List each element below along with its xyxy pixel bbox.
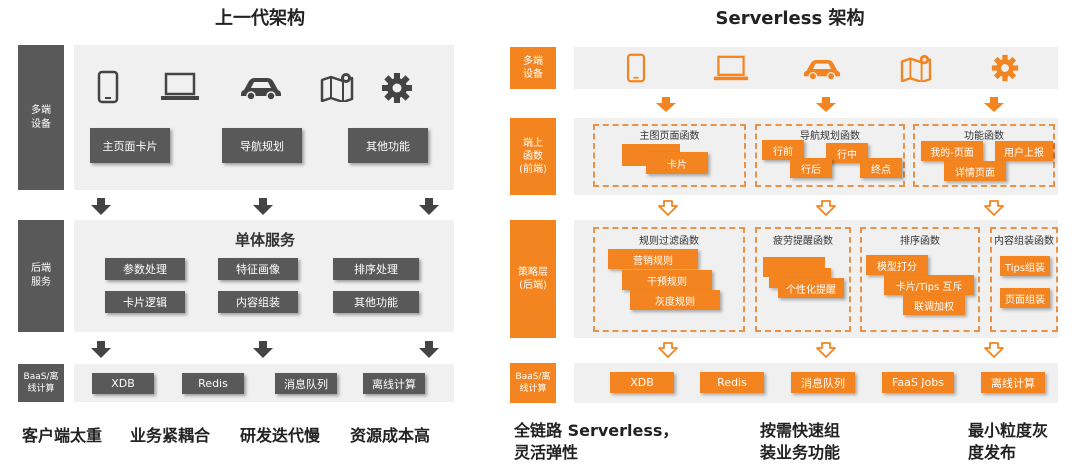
- baas-box: FaaS Jobs: [882, 372, 954, 393]
- outline-down-arrow-icon: [657, 342, 679, 362]
- drawback-label: 客户端太重: [22, 426, 103, 445]
- service-box: 排序处理: [333, 258, 419, 280]
- right-side-strategy: 策略层 (后端): [510, 220, 556, 338]
- baas-box: 消息队列: [791, 372, 855, 393]
- function-group: [913, 124, 1055, 187]
- right-side-devices: 多端 设备: [510, 47, 556, 89]
- outline-down-arrow-icon: [983, 342, 1005, 362]
- left-title: 上一代架构: [215, 8, 305, 29]
- gear-icon: [381, 72, 413, 104]
- gear-icon: [991, 54, 1019, 82]
- down-arrow-icon: [90, 341, 112, 363]
- drawback-label: 研发迭代慢: [240, 426, 321, 445]
- function-item: 联调加权: [903, 295, 965, 315]
- baas-box: 离线计算: [363, 373, 425, 394]
- service-box: 卡片逻辑: [105, 291, 185, 313]
- feature-box: 主页面卡片: [90, 128, 170, 163]
- left-side-baas: BaaS/离 线计算: [18, 364, 64, 402]
- function-group: [593, 227, 745, 332]
- function-item: 营销规则: [608, 249, 698, 269]
- service-box: 其他功能: [333, 291, 419, 313]
- monolith-service-title: 单体服务: [234, 231, 295, 249]
- function-group: [755, 124, 905, 187]
- function-group-title: 规则过滤函数: [639, 236, 699, 247]
- benefit-label: 全链路 Serverless， 灵活弹性: [514, 421, 679, 462]
- down-arrow-icon: [90, 198, 112, 220]
- baas-box: 消息队列: [275, 373, 337, 394]
- down-arrow-icon: [418, 198, 440, 220]
- right-side-frontend: 端上 函数 (前端): [510, 118, 556, 195]
- down-arrow-icon: [655, 97, 677, 117]
- baas-box: Redis: [182, 373, 244, 394]
- outline-down-arrow-icon: [815, 342, 837, 362]
- function-group-title: 主图页面函数: [639, 131, 700, 142]
- map-icon: [320, 72, 354, 102]
- function-item: 终点: [860, 158, 902, 178]
- feature-box: 其他功能: [348, 128, 428, 163]
- function-group: [860, 227, 980, 332]
- baas-box: Redis: [700, 372, 764, 393]
- laptop-icon: [713, 55, 749, 82]
- function-item: 页面组装: [1000, 288, 1050, 308]
- down-arrow-icon: [815, 97, 837, 117]
- function-group-title: 内容组装函数: [994, 236, 1054, 247]
- function-item: 卡片/Tips 互斥: [884, 275, 974, 295]
- outline-down-arrow-icon: [815, 200, 837, 220]
- map-icon: [900, 54, 932, 82]
- function-group-title: 功能函数: [964, 131, 1004, 142]
- function-item: 卡片: [646, 152, 708, 174]
- left-side-devices: 多端 设备: [18, 45, 64, 190]
- down-arrow-icon: [252, 341, 274, 363]
- outline-down-arrow-icon: [657, 200, 679, 220]
- phone-icon: [626, 53, 646, 83]
- left-side-backend: 后端 服务: [18, 220, 64, 332]
- drawback-label: 资源成本高: [350, 426, 431, 445]
- laptop-icon: [160, 72, 200, 102]
- drawback-label: 业务紧耦合: [130, 426, 211, 445]
- function-group: [593, 124, 746, 187]
- function-group: [990, 227, 1058, 332]
- right-title: Serverless 架构: [715, 8, 865, 29]
- down-arrow-icon: [983, 97, 1005, 117]
- function-item: 用户上报: [995, 141, 1053, 161]
- function-item: 行中: [826, 143, 868, 163]
- function-item: 行前: [762, 140, 804, 160]
- function-group-title: 疲劳提醒函数: [773, 236, 833, 247]
- down-arrow-icon: [252, 198, 274, 220]
- outline-down-arrow-icon: [983, 200, 1005, 220]
- baas-box: 离线计算: [981, 372, 1045, 393]
- car-icon: [240, 76, 282, 100]
- function-item: 灰度规则: [630, 290, 720, 310]
- function-item: 我的-页面: [921, 141, 983, 161]
- service-box: 特征画像: [218, 258, 298, 280]
- service-box: 内容组装: [218, 291, 298, 313]
- phone-icon: [97, 70, 119, 104]
- function-item: 干预规则: [622, 270, 712, 290]
- function-item: 详情页面: [944, 161, 1006, 181]
- baas-box: XDB: [92, 373, 154, 394]
- function-item: 个性化提醒: [778, 278, 844, 298]
- function-item: Tips组装: [1000, 256, 1050, 276]
- function-group-title: 排序函数: [900, 236, 940, 247]
- down-arrow-icon: [418, 341, 440, 363]
- service-box: 参数处理: [105, 258, 185, 280]
- right-side-baas: BaaS/离 线计算: [510, 363, 556, 403]
- function-group-title: 导航规划函数: [800, 131, 860, 142]
- baas-box: XDB: [610, 372, 674, 393]
- feature-box: 导航规划: [222, 128, 302, 163]
- benefit-label: 按需快速组 装业务功能: [760, 421, 841, 462]
- function-item: 模型打分: [866, 255, 928, 275]
- benefit-label: 最小粒度灰 度发布: [968, 421, 1049, 462]
- function-item: 行后: [790, 158, 832, 178]
- car-icon: [803, 58, 841, 80]
- left-device-band: [74, 45, 454, 190]
- function-group: [755, 227, 851, 332]
